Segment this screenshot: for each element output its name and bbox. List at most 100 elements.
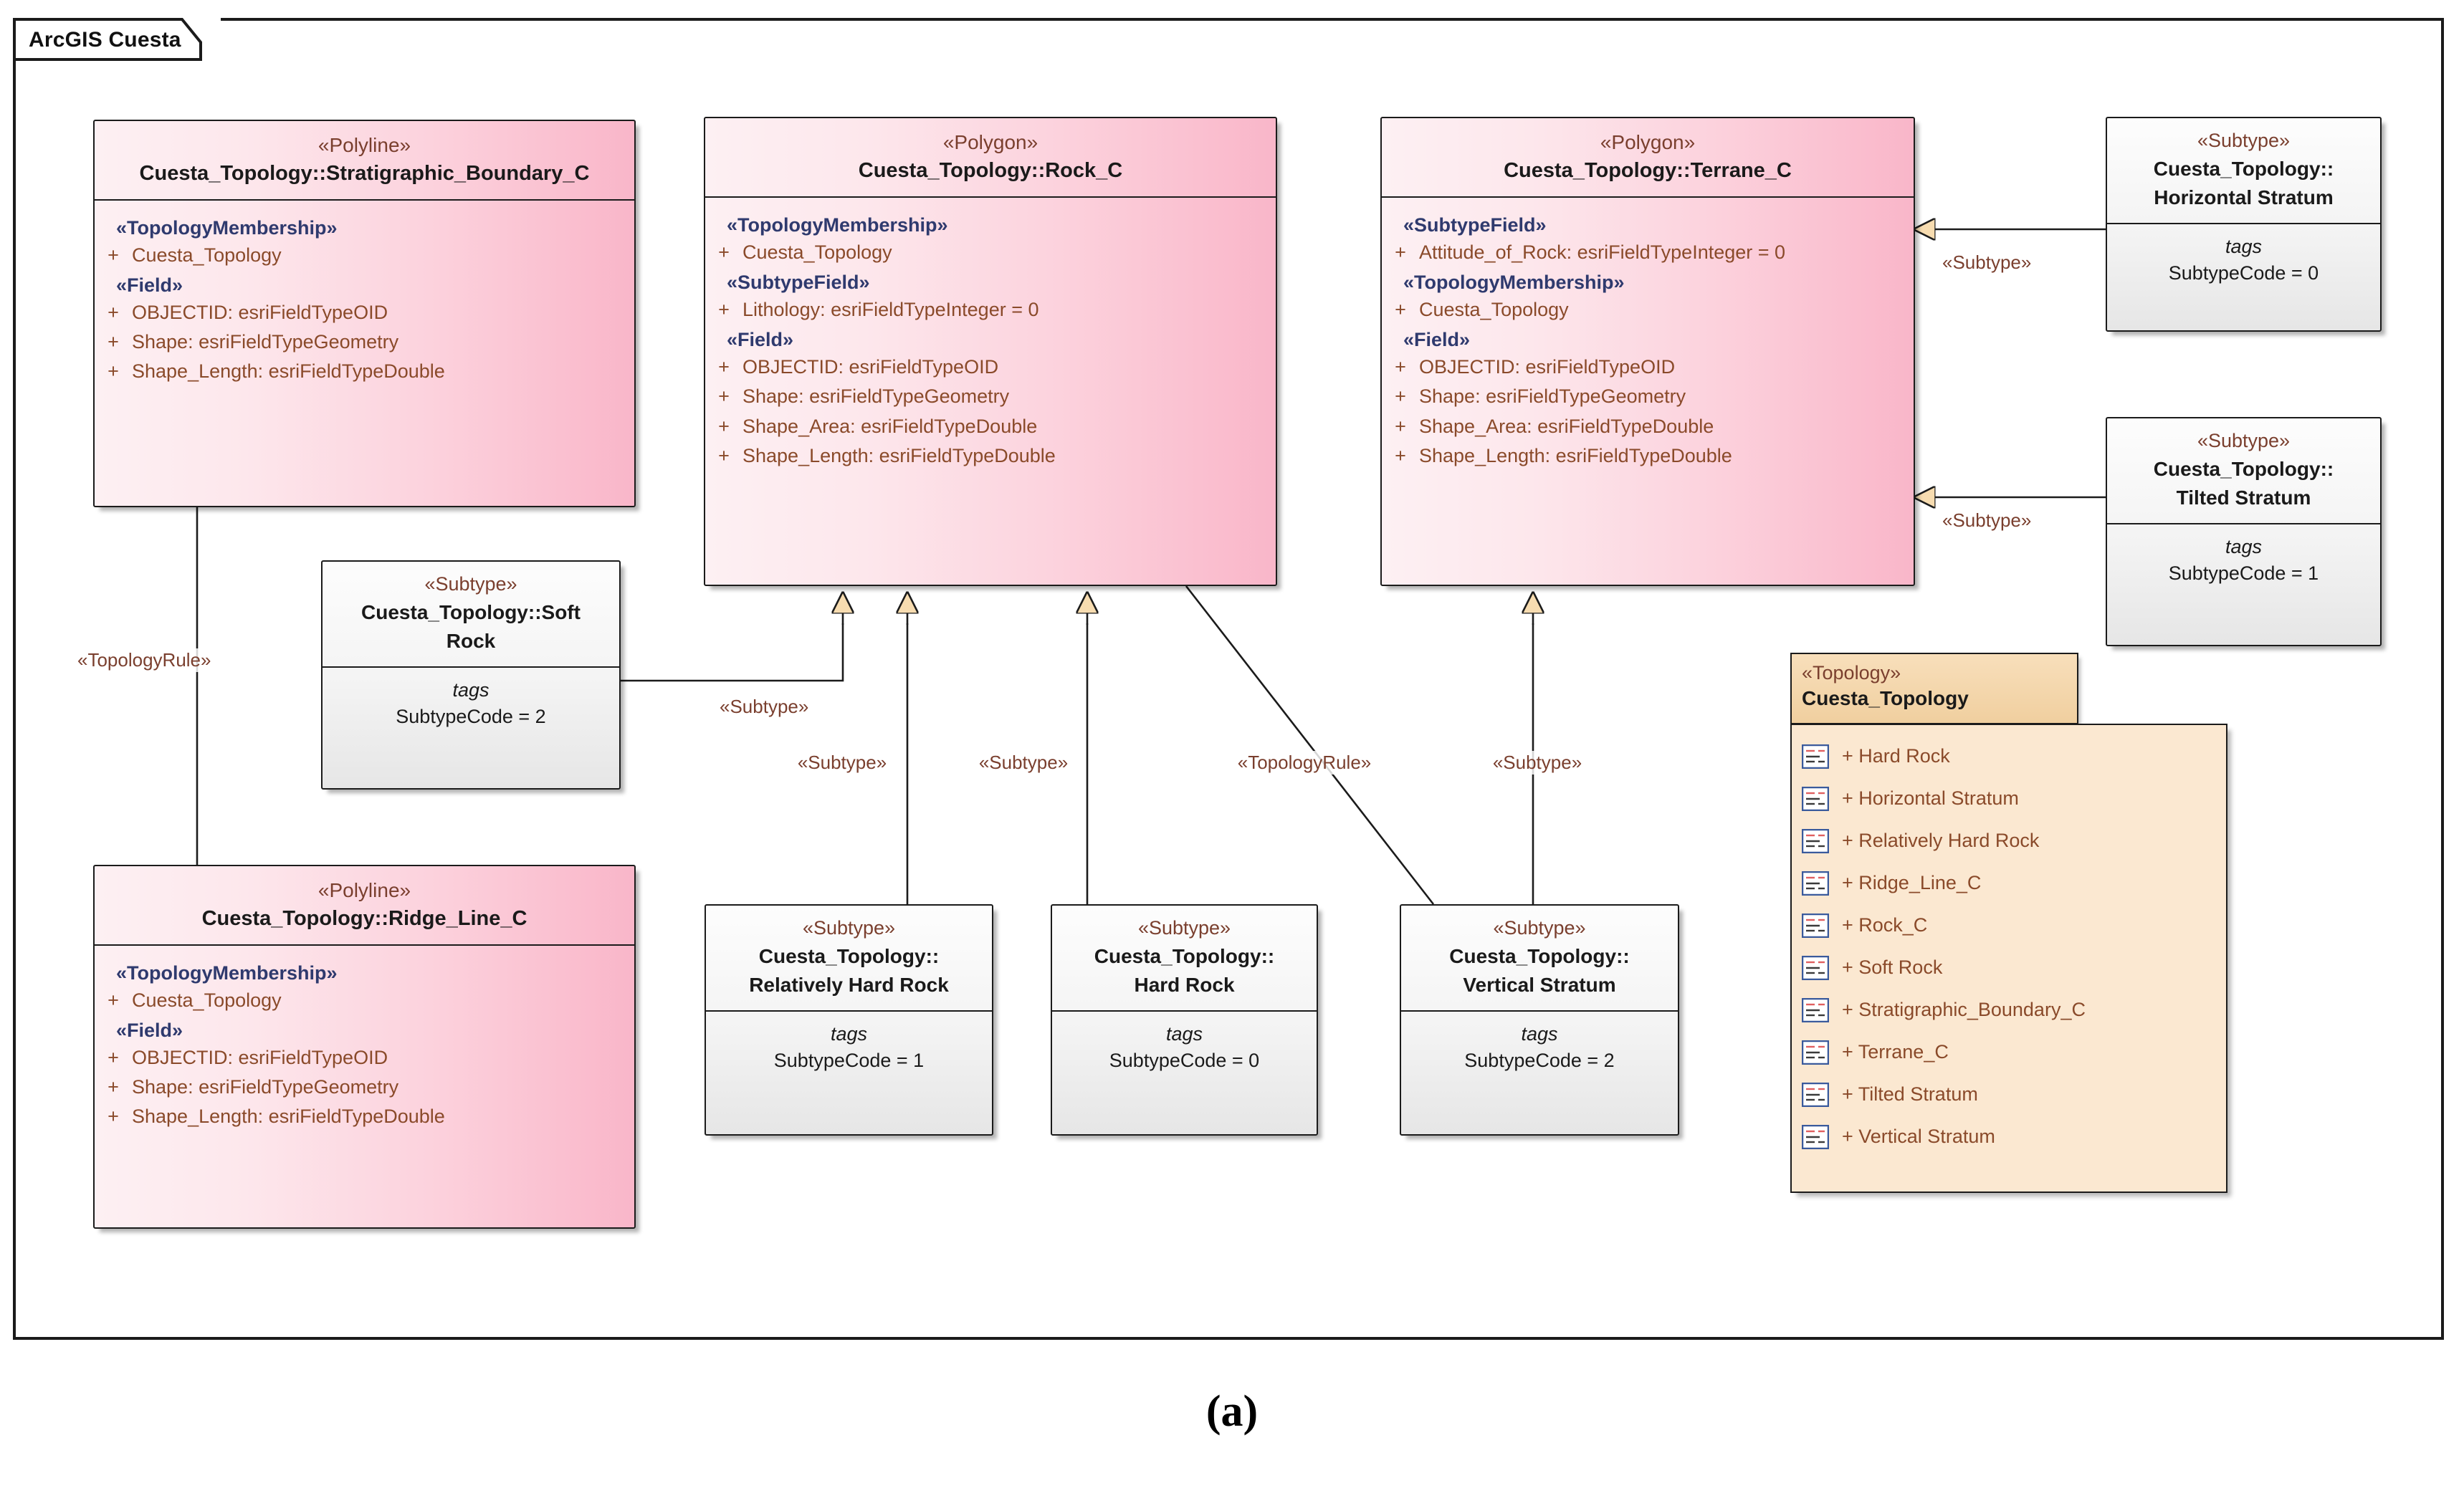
connector-label-subtype-tilted: «Subtype» <box>1939 509 2035 532</box>
subtype-tags-section: tags SubtypeCode = 1 <box>2107 524 2380 592</box>
subtype-hard-rock[interactable]: «Subtype» Cuesta_Topology:: Hard Rock ta… <box>1051 904 1318 1136</box>
visibility-plus: + <box>1395 241 1406 263</box>
attribute-text: OBJECTID: esriFieldTypeOID <box>132 1046 388 1068</box>
subtype-tilted-stratum[interactable]: «Subtype» Cuesta_Topology:: Tilted Strat… <box>2106 417 2382 646</box>
attribute-row: +Shape: esriFieldTypeGeometry <box>705 383 1276 410</box>
visibility-plus: + <box>1395 298 1406 320</box>
attribute-text: Shape_Area: esriFieldTypeDouble <box>742 415 1038 437</box>
attribute-text: Cuesta_Topology <box>132 989 282 1011</box>
attribute-row: +OBJECTID: esriFieldTypeOID <box>95 299 634 326</box>
connector-label-subtype-terrane: «Subtype» <box>1489 751 1585 775</box>
figure-caption: (a) <box>1205 1387 1259 1436</box>
subtype-tags-section: tags SubtypeCode = 1 <box>706 1012 992 1079</box>
tag-value: SubtypeCode = 0 <box>2168 262 2319 284</box>
class-table-icon <box>1801 997 1830 1022</box>
subtype-header: «Subtype» Cuesta_Topology::Soft Rock <box>323 562 619 666</box>
topology-list-item[interactable]: + Soft Rock <box>1801 946 2213 989</box>
attribute-text: Shape_Length: esriFieldTypeDouble <box>742 444 1056 466</box>
class-divider <box>705 196 1276 198</box>
visibility-plus: + <box>108 1046 119 1068</box>
topology-item-label: + Ridge_Line_C <box>1842 872 1982 893</box>
attribute-text: Lithology: esriFieldTypeInteger = 0 <box>742 298 1039 320</box>
attribute-group-label: «Field» <box>727 329 794 351</box>
visibility-plus: + <box>108 244 119 266</box>
subtype-header: «Subtype» Cuesta_Topology:: Horizontal S… <box>2107 118 2380 223</box>
attribute-row: + OBJECTID: esriFieldTypeOID <box>95 1045 634 1071</box>
attribute-row: +Cuesta_Topology <box>1382 297 1914 323</box>
attribute-text: Shape_Area: esriFieldTypeDouble <box>1419 415 1714 437</box>
subtype-vertical-stratum[interactable]: «Subtype» Cuesta_Topology:: Vertical Str… <box>1400 904 1679 1136</box>
topology-list-item[interactable]: + Horizontal Stratum <box>1801 777 2213 820</box>
class-terrane-c[interactable]: «Polygon» Cuesta_Topology::Terrane_C «Su… <box>1380 117 1915 586</box>
class-ridge-line-c[interactable]: «Polyline» Cuesta_Topology::Ridge_Line_C… <box>93 865 636 1229</box>
subtype-header: «Subtype» Cuesta_Topology:: Relatively H… <box>706 906 992 1010</box>
topology-list-item[interactable]: + Stratigraphic_Boundary_C <box>1801 989 2213 1031</box>
attribute-group-label: «TopologyMembership» <box>727 214 948 236</box>
subtype-stereotype: «Subtype» <box>1137 917 1231 939</box>
visibility-plus: + <box>108 1076 119 1098</box>
topology-list-item[interactable]: + Tilted Stratum <box>1801 1073 2213 1116</box>
class-name: Cuesta_Topology::Stratigraphic_Boundary_… <box>139 161 590 185</box>
visibility-plus: + <box>108 1106 119 1128</box>
topology-list-item[interactable]: + Hard Rock <box>1801 735 2213 777</box>
topology-list-item[interactable]: + Terrane_C <box>1801 1031 2213 1073</box>
connector-label-subtype-horizontal: «Subtype» <box>1939 251 2035 274</box>
attribute-row: + Shape_Area: esriFieldTypeDouble <box>705 413 1276 440</box>
subtype-stereotype: «Subtype» <box>424 573 517 595</box>
subtype-divider <box>2107 522 2380 524</box>
diagram-frame-tab: ArcGIS Cuesta <box>13 18 221 61</box>
topology-item-label: + Vertical Stratum <box>1842 1126 1995 1147</box>
subtype-tags-section: tags SubtypeCode = 0 <box>2107 224 2380 292</box>
attribute-row: +Cuesta_Topology <box>705 239 1276 266</box>
subtype-relatively-hard-rock[interactable]: «Subtype» Cuesta_Topology:: Relatively H… <box>705 904 993 1136</box>
subtype-name-line1: Cuesta_Topology:: <box>1094 945 1275 968</box>
topology-list-item[interactable]: + Rock_C <box>1801 904 2213 946</box>
class-header: «Polyline» Cuesta_Topology::Ridge_Line_C <box>95 866 634 944</box>
subtype-name-line2: Hard Rock <box>1134 974 1235 997</box>
attribute-row: +OBJECTID: esriFieldTypeOID <box>705 354 1276 380</box>
attribute-group-label: «Field» <box>1403 329 1471 351</box>
frame-tab-shape <box>13 18 202 61</box>
subtype-soft-rock[interactable]: «Subtype» Cuesta_Topology::Soft Rock tag… <box>321 560 621 790</box>
topology-item-label: + Terrane_C <box>1842 1041 1949 1063</box>
attribute-text: Shape: esriFieldTypeGeometry <box>1419 385 1686 408</box>
attribute-row: +Shape_Length: esriFieldTypeDouble <box>95 358 634 385</box>
connector-label-topologyrule-mid: «TopologyRule» <box>1234 751 1375 775</box>
topology-item-label: + Relatively Hard Rock <box>1842 830 2040 851</box>
subtype-divider <box>323 666 619 668</box>
visibility-plus: + <box>718 415 730 437</box>
class-table-icon <box>1801 786 1830 811</box>
topology-item-label: + Hard Rock <box>1842 745 1950 767</box>
subtype-name-line2: Relatively Hard Rock <box>749 974 949 997</box>
topology-list-item[interactable]: + Relatively Hard Rock <box>1801 820 2213 862</box>
attribute-group-label: «TopologyMembership» <box>116 216 338 239</box>
frame-title: ArcGIS Cuesta <box>29 28 181 52</box>
class-name: Cuesta_Topology::Ridge_Line_C <box>201 906 527 930</box>
tag-value: SubtypeCode = 0 <box>1109 1049 1260 1071</box>
class-attributes: «TopologyMembership» +Cuesta_Topology «S… <box>705 198 1276 484</box>
subtype-horizontal-stratum[interactable]: «Subtype» Cuesta_Topology:: Horizontal S… <box>2106 117 2382 332</box>
class-rock-c[interactable]: «Polygon» Cuesta_Topology::Rock_C «Topol… <box>704 117 1277 586</box>
attribute-group-label: «Field» <box>116 1019 183 1041</box>
class-stereotype: «Polyline» <box>317 134 411 156</box>
topology-item-label: + Horizontal Stratum <box>1842 787 2019 809</box>
subtype-divider <box>1052 1010 1317 1012</box>
attribute-group-label: «TopologyMembership» <box>1403 271 1625 293</box>
topology-list-item[interactable]: + Vertical Stratum <box>1801 1116 2213 1158</box>
topology-package-header[interactable]: «Topology» Cuesta_Topology <box>1790 653 2078 724</box>
class-stratigraphic-boundary-c[interactable]: «Polyline» Cuesta_Topology::Stratigraphi… <box>93 120 636 507</box>
tags-label: tags <box>452 679 490 701</box>
attribute-row: +Shape: esriFieldTypeGeometry <box>95 329 634 355</box>
attribute-text: Shape_Length: esriFieldTypeDouble <box>132 1106 445 1128</box>
connector-label-subtype-rock-2: «Subtype» <box>975 751 1071 775</box>
subtype-stereotype: «Subtype» <box>2197 130 2291 151</box>
subtype-header: «Subtype» Cuesta_Topology:: Hard Rock <box>1052 906 1317 1010</box>
attribute-text: OBJECTID: esriFieldTypeOID <box>742 356 999 378</box>
visibility-plus: + <box>108 360 119 383</box>
subtype-divider <box>706 1010 992 1012</box>
topology-list-item[interactable]: + Ridge_Line_C <box>1801 862 2213 904</box>
connector-label-subtype-softrock: «Subtype» <box>717 695 812 719</box>
topology-package-body[interactable]: + Hard Rock + Horizontal Stratum + Relat… <box>1790 724 2227 1193</box>
tags-label: tags <box>1165 1022 1203 1045</box>
attribute-row: +Shape_Length: esriFieldTypeDouble <box>705 443 1276 469</box>
